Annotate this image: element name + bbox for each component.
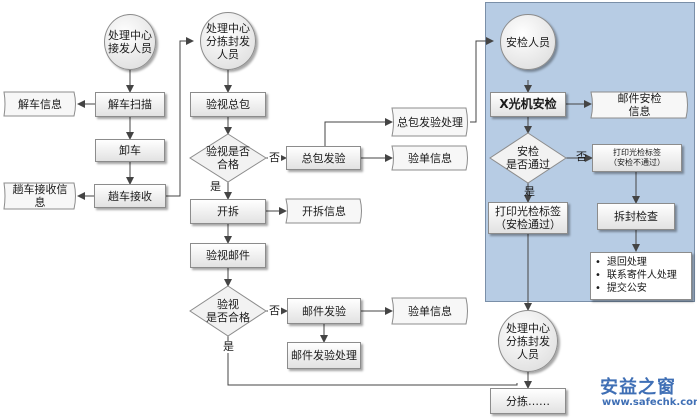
node-sort-seal-center-2: 处理中心 分拣封发 人员 [498,310,558,372]
node-mail-dispatch: 邮件发验 [287,298,361,324]
label-yes-mail: 是 [222,340,235,353]
node-sort-seal-center: 处理中心 分拣封发 人员 [200,12,256,70]
node-package-ok: 验视是否 合格 [206,145,250,171]
node-security-pass: 安检 是否通过 [506,145,550,171]
node-xray: X光机安检 [490,92,566,117]
node-print-pass-label: 打印光检标签 （安检通过） [488,202,568,234]
node-unpack-info: 开拆信息 [302,204,346,218]
decision-mail-ok [189,285,267,337]
tape-unload-info [3,91,76,117]
label-yes-package: 是 [209,180,222,193]
watermark-name: 安益之窗 [600,377,676,398]
node-verify-info-1: 验单信息 [408,151,452,165]
node-receiver-center: 处理中心 接发人员 [104,14,156,70]
tape-verify-info-2 [391,297,468,325]
node-sort-more: 分拣…… [490,388,566,414]
tape-crossing-info [3,182,76,210]
node-mail-ok: 验视 是否合格 [206,298,250,324]
label-no-mail: 否 [268,304,281,317]
action-item: 提交公安 [595,282,691,295]
label-no-security: 否 [576,150,587,163]
action-item: 联系寄件人处理 [595,269,691,282]
tape-verify-info-1 [391,145,468,171]
node-security-staff: 安检人员 [500,14,556,70]
decision-package-ok [189,133,267,183]
node-crossing-receive: 趟车接收 [94,184,166,208]
node-mail-dispatch-handle: 邮件发验处理 [287,342,361,369]
label-no-package: 否 [268,151,281,164]
action-list: 退回处理 联系寄件人处理 提交公安 [590,252,692,300]
node-unload: 卸车 [95,139,165,162]
action-item: 退回处理 [595,256,691,269]
node-package-dispatch: 总包发验 [286,146,361,170]
node-mail-security-info: 邮件安检 信息 [617,92,662,118]
node-crossing-info: 趟车接收信 息 [12,183,68,209]
tape-unpack-info [285,198,362,224]
tape-package-handle [391,107,468,137]
decision-security-pass [489,132,567,184]
node-print-fail-label: 打印光检标签 （安检不通过） [592,144,682,172]
watermark-logo: 安益之窗 www.safechk.com [600,373,697,417]
node-verify-info-2: 验单信息 [408,304,452,318]
node-unload-scan: 解车扫描 [95,92,165,117]
label-yes-security: 是 [524,185,535,198]
tape-mail-security-info [590,91,688,119]
watermark-url: www.safechk.com [602,397,697,408]
node-unload-info: 解车信息 [18,97,62,111]
node-package-dispatch-handle: 总包发验处理 [397,115,463,129]
node-inspect-package: 验视总包 [190,92,266,117]
node-unpack: 开拆 [190,199,266,224]
node-open-check: 拆封检查 [597,203,675,230]
node-inspect-mail: 验视邮件 [190,243,266,268]
